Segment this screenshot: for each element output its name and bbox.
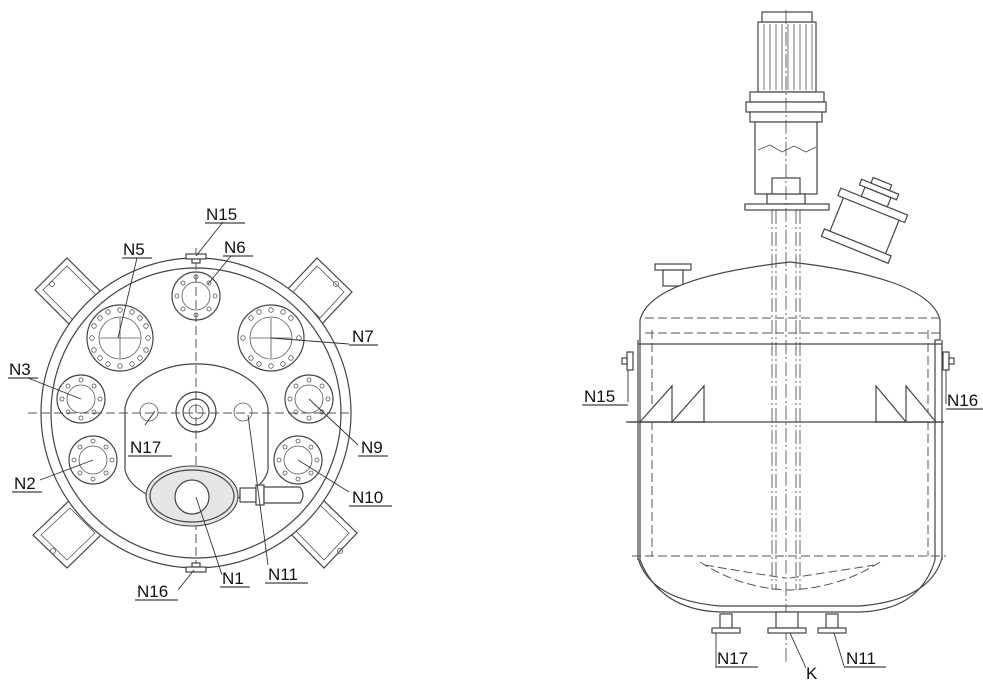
nozzle-n10 bbox=[273, 435, 323, 485]
label-side-k: K bbox=[806, 664, 818, 682]
label-n16: N16 bbox=[137, 582, 168, 601]
top-view-leaders bbox=[27, 221, 359, 591]
nozzle-n9 bbox=[284, 374, 334, 424]
nozzle-n5 bbox=[86, 304, 154, 372]
label-n11: N11 bbox=[268, 565, 298, 584]
nozzle-n16-side bbox=[942, 351, 955, 371]
label-n15: N15 bbox=[206, 205, 237, 224]
label-side-n11: N11 bbox=[846, 649, 876, 668]
nozzle-n6 bbox=[171, 271, 221, 321]
top-view: N15 N6 N5 N7 N3 N9 N17 N2 N10 N11 N1 N16 bbox=[8, 205, 392, 601]
label-side-n17: N17 bbox=[717, 649, 748, 668]
vessel-body bbox=[639, 261, 941, 613]
label-n7: N7 bbox=[352, 327, 374, 346]
baffle-right bbox=[874, 384, 944, 423]
nozzle-n3 bbox=[56, 374, 106, 424]
nozzle-n15-side bbox=[621, 351, 634, 371]
label-n5: N5 bbox=[123, 240, 145, 259]
nozzle-n1-bottom-outlet bbox=[145, 465, 304, 527]
label-n1: N1 bbox=[222, 569, 244, 588]
head-manhole bbox=[820, 176, 909, 265]
nozzle-n17-bottom bbox=[711, 613, 741, 634]
nozzle-k-bottom bbox=[767, 611, 807, 634]
label-n9: N9 bbox=[361, 438, 383, 457]
label-side-n15: N15 bbox=[584, 387, 615, 406]
drive-column bbox=[744, 121, 830, 211]
label-n2: N2 bbox=[14, 474, 36, 493]
nozzle-n7 bbox=[237, 304, 305, 372]
label-n6: N6 bbox=[224, 238, 246, 257]
nozzle-n15-top bbox=[185, 253, 207, 264]
label-n3: N3 bbox=[9, 360, 31, 379]
baffle-left bbox=[630, 384, 706, 423]
nozzle-n11-bottom bbox=[817, 613, 847, 634]
label-n17: N17 bbox=[130, 438, 161, 457]
nozzle-n16-bottom bbox=[185, 562, 207, 573]
label-side-n16: N16 bbox=[947, 391, 978, 410]
head-nozzle-left bbox=[654, 263, 692, 287]
nozzle-n2 bbox=[68, 435, 118, 485]
side-view: N15 N16 N17 K N11 bbox=[582, 10, 983, 682]
label-n10: N10 bbox=[352, 488, 383, 507]
